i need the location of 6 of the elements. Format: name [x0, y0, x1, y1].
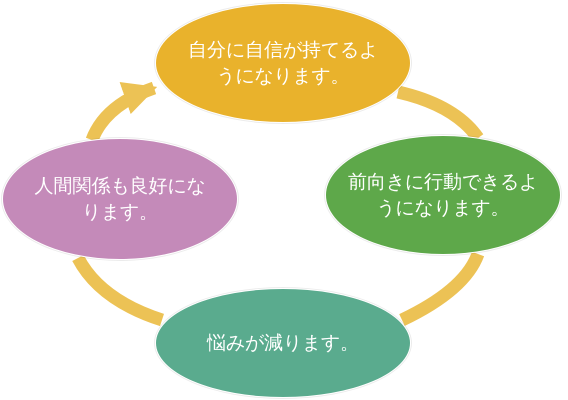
node-text: 前向きに行動できるようになります。 — [347, 170, 539, 221]
node-text: 自分に自信が持てるようになります。 — [188, 38, 378, 89]
connector — [72, 254, 164, 326]
node-text: 悩みが減ります。 — [206, 331, 360, 356]
node-text: 人間関係も良好になります。 — [34, 174, 206, 225]
connector — [399, 251, 484, 326]
